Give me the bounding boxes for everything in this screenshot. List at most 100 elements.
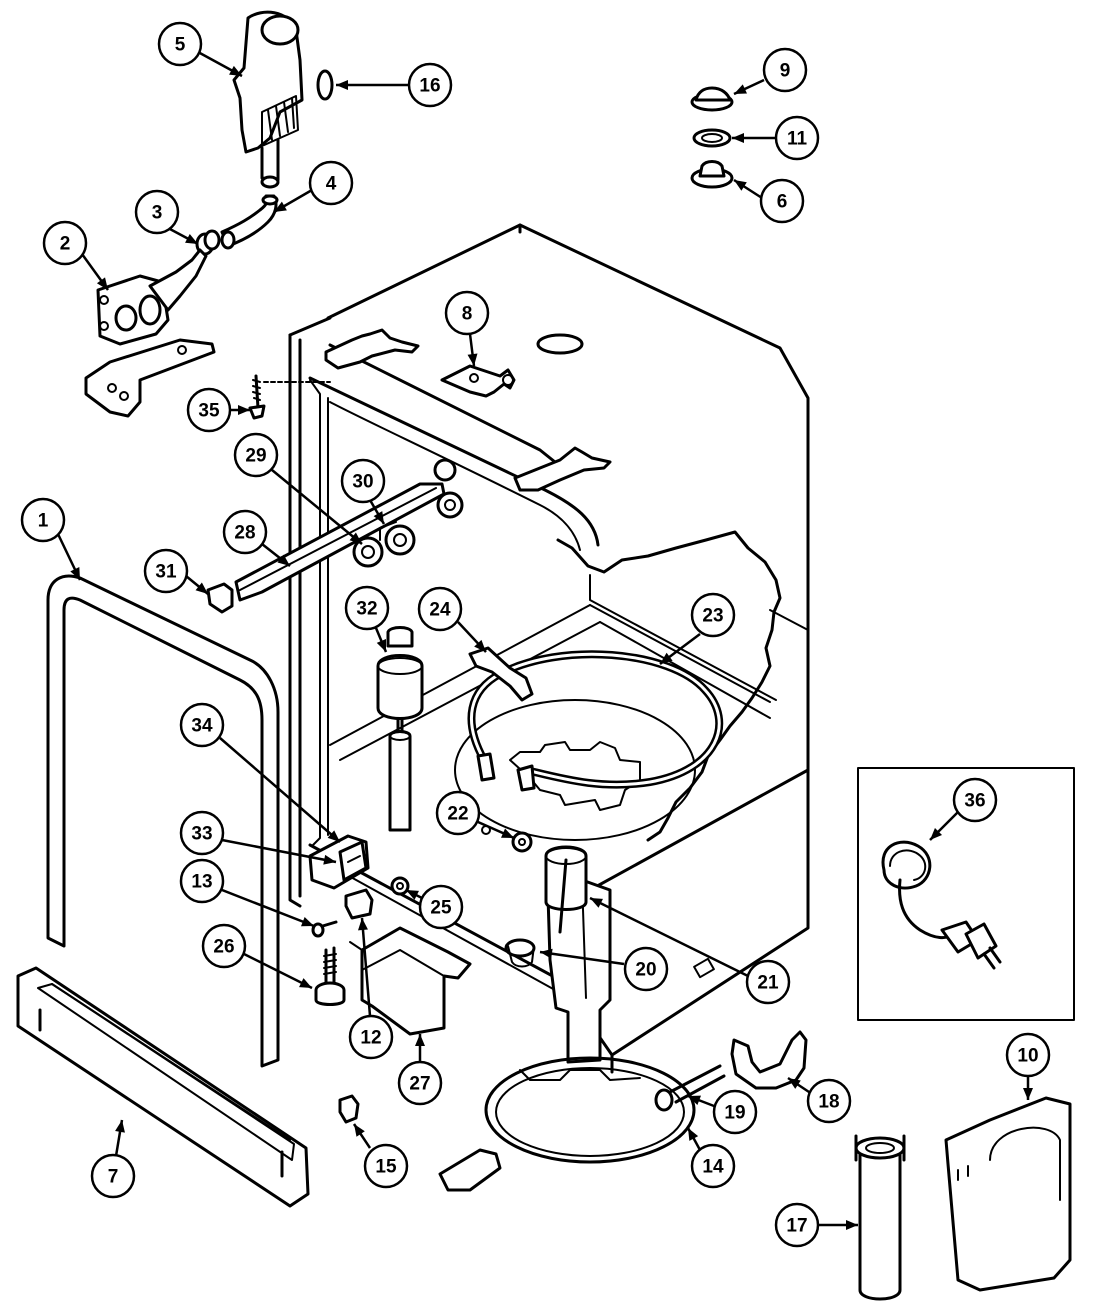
part-6-nut	[690, 160, 734, 189]
callout-27: 27	[397, 1060, 443, 1106]
callout-32: 32	[344, 585, 390, 631]
callout-16: 16	[407, 62, 453, 108]
part-15-clip	[338, 1094, 360, 1124]
part-33-34-door-switch	[308, 834, 370, 890]
part-24-clip	[468, 646, 534, 702]
callout-circle	[712, 1089, 758, 1135]
callout-circle	[435, 790, 481, 836]
part-13-screw	[311, 920, 338, 938]
leader-arrowhead-25	[406, 890, 419, 900]
callout-12: 12	[348, 1014, 394, 1060]
part-12-bracket	[344, 888, 374, 920]
callout-number: 20	[635, 960, 656, 981]
callout-number: 14	[702, 1157, 724, 1178]
callout-number: 11	[787, 129, 808, 150]
callout-number: 2	[60, 234, 71, 255]
callout-20: 20	[623, 946, 669, 992]
callout-circle	[348, 1014, 394, 1060]
callout-17: 17	[774, 1202, 820, 1248]
leader-arrowhead-2	[96, 277, 108, 290]
callout-4: 4	[308, 160, 354, 206]
callout-circle	[690, 1143, 736, 1189]
leader-line-34	[219, 737, 341, 843]
callout-number: 28	[234, 523, 255, 544]
callout-2: 2	[42, 220, 88, 266]
callout-circle	[157, 21, 203, 67]
part-4-fill-hose	[220, 194, 279, 250]
leader-arrowhead-26	[299, 978, 312, 988]
callout-13: 13	[179, 858, 225, 904]
callout-circle	[186, 387, 232, 433]
part-14-pump-ring	[438, 1056, 696, 1192]
leader-line-13	[221, 888, 315, 928]
leader-arrowhead-32	[376, 639, 386, 652]
callout-circle	[759, 178, 805, 224]
leader-arrowhead-1	[70, 567, 80, 580]
callout-number: 12	[360, 1028, 381, 1049]
callout-circle	[407, 62, 453, 108]
leader-arrowhead-4	[274, 201, 287, 212]
callout-circle	[179, 858, 225, 904]
callout-5: 5	[157, 21, 203, 67]
float-housing	[388, 730, 412, 832]
leader-arrowhead-31	[195, 582, 208, 594]
callout-circle	[143, 548, 189, 594]
callout-number: 13	[191, 872, 212, 893]
callout-circle	[418, 884, 464, 930]
callout-36: 36	[952, 777, 998, 823]
part-9-cap	[690, 86, 734, 112]
leader-arrowhead-5	[229, 65, 242, 76]
part-5-air-gap	[232, 10, 304, 189]
callout-circle	[20, 497, 66, 543]
leader-arrowhead-15	[354, 1124, 365, 1137]
part-35-screw	[248, 374, 331, 420]
part-22-grommet	[481, 825, 533, 853]
part-11-washer	[692, 128, 732, 148]
part-2-water-valve	[84, 248, 216, 418]
leader-arrowhead-13	[301, 916, 314, 927]
part-17-standpipe	[854, 1134, 906, 1301]
callout-6: 6	[759, 178, 805, 224]
callout-circle	[623, 946, 669, 992]
callout-14: 14	[690, 1143, 736, 1189]
callout-circle	[417, 586, 463, 632]
callout-number: 18	[818, 1092, 839, 1113]
callout-circle	[444, 290, 490, 336]
callout-number: 24	[429, 600, 451, 621]
callout-19: 19	[712, 1089, 758, 1135]
callout-number: 16	[419, 76, 440, 97]
callout-number: 26	[213, 937, 234, 958]
leader-arrowhead-17	[846, 1220, 858, 1230]
leader-arrowhead-36	[930, 827, 943, 840]
leader-arrowhead-9	[734, 84, 747, 94]
part-23-heating-element	[467, 650, 724, 792]
callout-number: 36	[964, 791, 985, 812]
callout-labels: 1234567891011121314151617181920212223242…	[20, 21, 1051, 1248]
callout-number: 4	[326, 174, 337, 195]
part-1-door-gasket	[46, 574, 280, 1068]
callout-10: 10	[1005, 1032, 1051, 1078]
leader-arrowhead-35	[238, 405, 250, 415]
callout-number: 9	[780, 61, 791, 82]
callout-circle	[745, 959, 791, 1005]
callout-number: 17	[786, 1216, 807, 1237]
leader-arrowhead-6	[734, 180, 747, 191]
callout-35: 35	[186, 387, 232, 433]
leader-arrowhead-8	[467, 353, 478, 366]
callout-number: 8	[462, 304, 473, 325]
callout-circle	[179, 702, 225, 748]
callout-11: 11	[774, 115, 820, 161]
part-16-o-ring	[316, 69, 334, 101]
leader-arrowhead-7	[115, 1120, 125, 1133]
callout-number: 3	[152, 203, 163, 224]
part-11-washer-inner	[701, 133, 723, 143]
callout-number: 6	[777, 192, 788, 213]
callout-31: 31	[143, 548, 189, 594]
callout-circle	[690, 592, 736, 638]
part-18-mounting-bracket	[730, 1030, 808, 1090]
callout-number: 29	[245, 446, 266, 467]
leader-arrowhead-21	[590, 898, 603, 908]
leader-arrowhead-10	[1023, 1088, 1033, 1100]
callout-30: 30	[340, 458, 386, 504]
callout-number: 23	[702, 606, 723, 627]
